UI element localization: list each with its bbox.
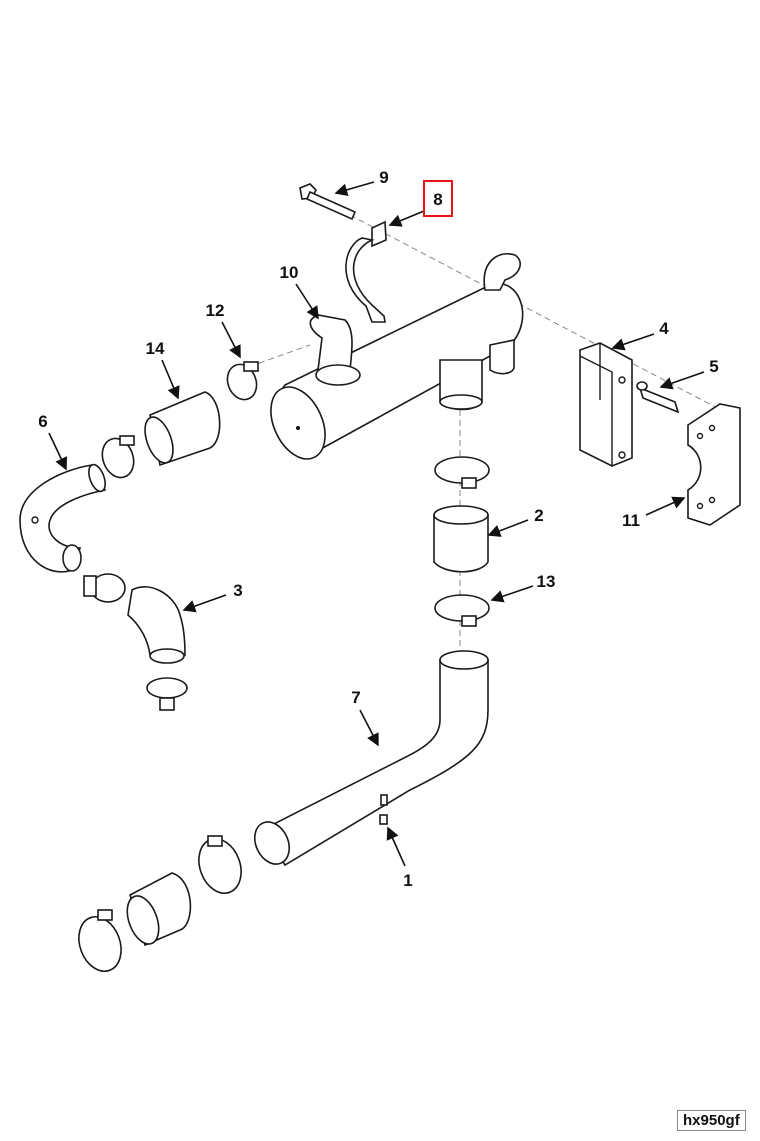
callout-4: 4 xyxy=(659,319,669,338)
callout-14: 14 xyxy=(146,339,165,358)
clamp-6-part xyxy=(101,435,135,479)
callout-9: 9 xyxy=(379,168,388,187)
mount-block-4-part xyxy=(579,342,633,467)
callout-7: 7 xyxy=(351,688,360,707)
drawing-id-label: hx950gf xyxy=(677,1110,746,1131)
lower-hose-clamps-part xyxy=(78,835,242,972)
callout-8: 8 xyxy=(433,190,442,209)
tailpipe-part xyxy=(253,650,489,867)
callout-8-highlight-box xyxy=(423,180,453,217)
callout-13: 13 xyxy=(537,572,556,591)
hose-clamp-lower-part xyxy=(434,594,490,627)
elbow-6-part xyxy=(19,463,107,573)
hose-coupler-part xyxy=(433,505,489,573)
callout-6: 6 xyxy=(38,412,47,431)
hose-14-part xyxy=(144,391,221,467)
pin-part xyxy=(636,381,680,414)
callout-2: 2 xyxy=(534,506,543,525)
clamp-3-part xyxy=(83,573,126,603)
elbow-3-part xyxy=(127,586,186,664)
muffler-part xyxy=(270,253,524,460)
callout-arrows xyxy=(48,181,705,867)
callout-10: 10 xyxy=(280,263,299,282)
callout-11: 11 xyxy=(622,511,640,530)
callout-1: 1 xyxy=(403,871,412,890)
bolt-part xyxy=(299,183,357,221)
mount-block-11-part xyxy=(687,403,741,526)
callout-12: 12 xyxy=(206,301,225,320)
callout-5: 5 xyxy=(709,357,718,376)
hose-clamp-upper-part xyxy=(434,456,490,489)
clamp-bracket-part xyxy=(345,220,387,323)
clamp-3-lower-part xyxy=(146,677,188,711)
clamp-12-part xyxy=(226,361,259,401)
callout-3: 3 xyxy=(233,581,242,600)
